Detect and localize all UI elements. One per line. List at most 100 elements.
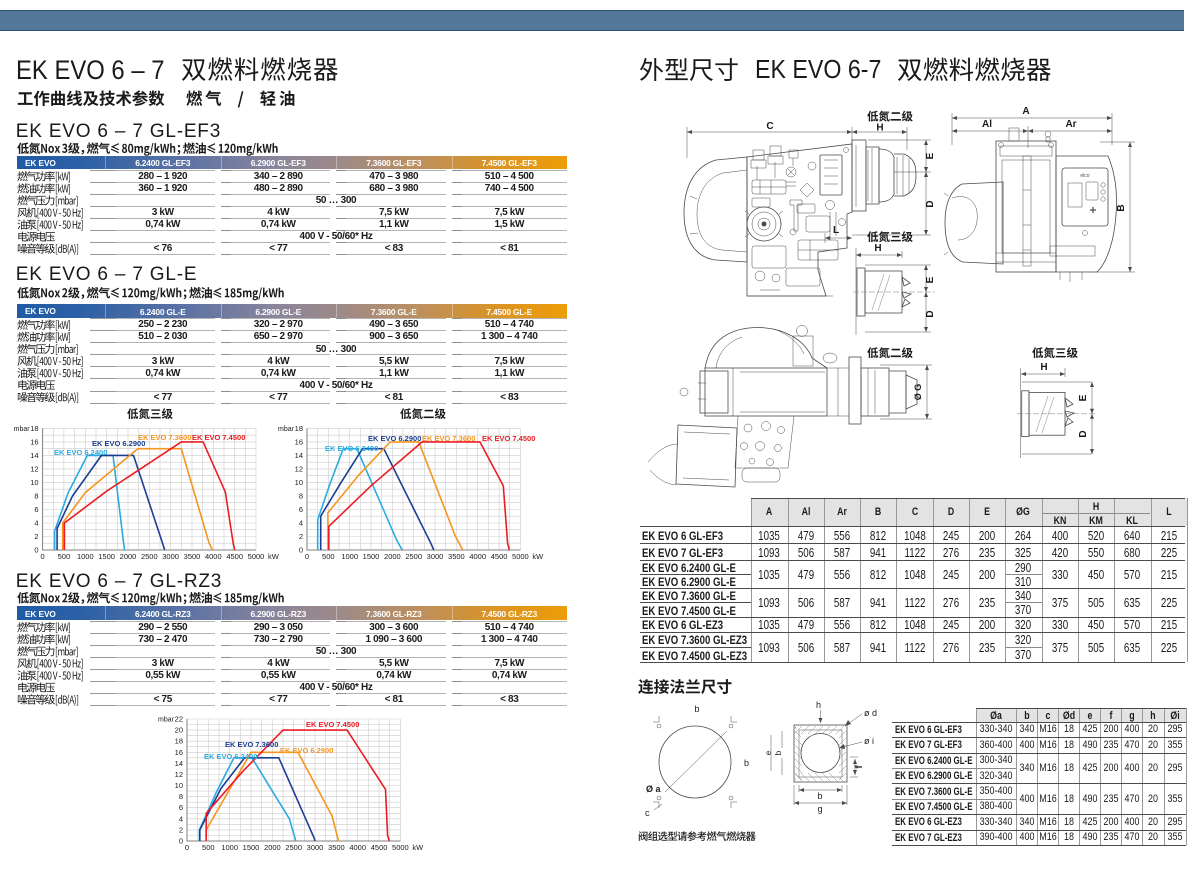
- svg-text:EK EVO 7.4500: EK EVO 7.4500: [482, 434, 535, 443]
- svg-text:500: 500: [202, 843, 215, 852]
- svg-text:0: 0: [185, 843, 189, 852]
- svg-text:16: 16: [175, 748, 183, 757]
- svg-text:ø d: ø d: [864, 708, 877, 718]
- svg-text:4500: 4500: [371, 843, 388, 852]
- svg-text:0: 0: [41, 552, 45, 561]
- svg-text:6: 6: [34, 505, 38, 514]
- svg-text:4: 4: [179, 814, 183, 823]
- svg-text:1000: 1000: [221, 843, 238, 852]
- svg-text:1500: 1500: [363, 552, 380, 561]
- svg-text:8: 8: [299, 492, 303, 501]
- svg-text:10: 10: [175, 781, 183, 790]
- svg-text:3000: 3000: [427, 552, 444, 561]
- svg-text:12: 12: [295, 464, 303, 473]
- svg-text:3000: 3000: [307, 843, 324, 852]
- svg-text:2: 2: [34, 532, 38, 541]
- svg-text:2500: 2500: [405, 552, 422, 561]
- svg-text:4000: 4000: [349, 843, 366, 852]
- svg-text:14: 14: [175, 759, 183, 768]
- svg-text:0: 0: [305, 552, 309, 561]
- svg-text:EK EVO 6.2900: EK EVO 6.2900: [92, 439, 145, 448]
- svg-text:ø i: ø i: [864, 736, 874, 746]
- svg-text:3500: 3500: [448, 552, 465, 561]
- svg-text:Ø G: Ø G: [913, 384, 923, 401]
- svg-text:20: 20: [175, 726, 183, 735]
- svg-text:14: 14: [30, 451, 38, 460]
- svg-text:2000: 2000: [384, 552, 401, 561]
- svg-text:H: H: [876, 123, 883, 134]
- svg-text:E: E: [925, 152, 936, 159]
- svg-text:5000: 5000: [248, 552, 265, 561]
- svg-text:Al: Al: [982, 119, 992, 130]
- svg-text:8: 8: [179, 792, 183, 801]
- svg-text:12: 12: [30, 464, 38, 473]
- svg-text:h: h: [816, 700, 821, 710]
- svg-text:g: g: [817, 804, 822, 814]
- svg-text:kW: kW: [412, 843, 424, 852]
- svg-text:H: H: [1040, 362, 1047, 373]
- svg-text:EK EVO 7.4500: EK EVO 7.4500: [306, 720, 359, 729]
- svg-text:500: 500: [322, 552, 335, 561]
- svg-text:0: 0: [34, 546, 38, 555]
- svg-text:A: A: [1022, 106, 1029, 117]
- svg-text:1000: 1000: [341, 552, 358, 561]
- svg-text:E: E: [925, 276, 936, 283]
- svg-text:mbar: mbar: [158, 717, 175, 724]
- svg-text:10: 10: [295, 478, 303, 487]
- svg-text:4500: 4500: [491, 552, 508, 561]
- svg-text:c: c: [645, 808, 650, 818]
- svg-text:4000: 4000: [205, 552, 222, 561]
- svg-text:2500: 2500: [141, 552, 158, 561]
- svg-text:e: e: [764, 750, 773, 755]
- svg-text:8: 8: [34, 492, 38, 501]
- svg-text:22: 22: [175, 715, 183, 724]
- svg-text:b: b: [817, 791, 822, 801]
- svg-text:0: 0: [299, 546, 303, 555]
- svg-text:3000: 3000: [162, 552, 179, 561]
- svg-text:EK EVO 7.4500: EK EVO 7.4500: [192, 433, 245, 442]
- svg-text:EK EVO 6.2900: EK EVO 6.2900: [368, 434, 421, 443]
- svg-text:12: 12: [175, 770, 183, 779]
- svg-text:EK EVO 7.3600: EK EVO 7.3600: [422, 434, 475, 443]
- svg-text:4: 4: [299, 519, 303, 528]
- svg-text:18: 18: [175, 737, 183, 746]
- svg-text:6: 6: [299, 505, 303, 514]
- svg-text:kW: kW: [268, 552, 280, 561]
- svg-text:6: 6: [179, 803, 183, 812]
- svg-text:5000: 5000: [392, 843, 409, 852]
- svg-text:2: 2: [179, 825, 183, 834]
- svg-text:D: D: [925, 310, 936, 317]
- svg-text:b: b: [744, 758, 749, 768]
- svg-text:L: L: [833, 225, 839, 236]
- svg-text:D: D: [925, 200, 936, 207]
- svg-text:4500: 4500: [226, 552, 243, 561]
- svg-text:b: b: [774, 750, 783, 755]
- svg-text:D: D: [1078, 430, 1089, 437]
- svg-text:EK EVO 6.2400: EK EVO 6.2400: [54, 448, 107, 457]
- svg-text:mbar: mbar: [14, 426, 31, 433]
- svg-text:EK EVO 6.2900: EK EVO 6.2900: [280, 746, 333, 755]
- svg-text:18: 18: [295, 424, 303, 433]
- svg-text:1500: 1500: [98, 552, 115, 561]
- svg-text:Ar: Ar: [1065, 119, 1076, 130]
- svg-text:3500: 3500: [328, 843, 345, 852]
- svg-text:0: 0: [179, 837, 183, 846]
- svg-text:4000: 4000: [469, 552, 486, 561]
- svg-text:B: B: [1116, 204, 1127, 211]
- svg-text:EK EVO 6.2400: EK EVO 6.2400: [204, 752, 257, 761]
- svg-text:f: f: [854, 765, 865, 769]
- svg-text:2000: 2000: [120, 552, 137, 561]
- svg-text:4: 4: [34, 519, 38, 528]
- svg-text:Ø a: Ø a: [646, 784, 662, 794]
- svg-text:2500: 2500: [285, 843, 302, 852]
- svg-text:14: 14: [295, 451, 303, 460]
- svg-text:18: 18: [30, 424, 38, 433]
- svg-text:1500: 1500: [243, 843, 260, 852]
- svg-text:2: 2: [299, 532, 303, 541]
- svg-text:H: H: [874, 243, 881, 254]
- svg-text:kW: kW: [532, 552, 544, 561]
- svg-text:E: E: [1078, 394, 1089, 401]
- svg-text:500: 500: [58, 552, 71, 561]
- svg-text:b: b: [694, 704, 699, 714]
- svg-text:10: 10: [30, 478, 38, 487]
